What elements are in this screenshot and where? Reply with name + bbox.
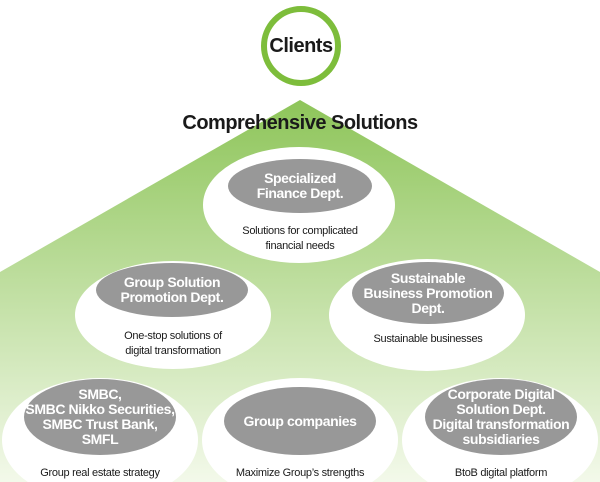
- pyramid-background: [0, 100, 600, 482]
- specialized-dept-label: Specialized Finance Dept.: [256, 170, 344, 201]
- group-solution-dept-label: Group Solution Promotion Dept.: [120, 274, 224, 305]
- corporate-digital-dept-label: Corporate Digital Solution Dept. Digital…: [432, 386, 570, 447]
- group-solution-desc: One-stop solutions of digital transforma…: [124, 330, 222, 357]
- specialized-dept-pill: [228, 159, 372, 213]
- corporate-digital-dept-pill: [425, 379, 577, 455]
- corporate-digital-desc: BtoB digital platform: [454, 466, 548, 479]
- smbc-dept-label: SMBC, SMBC Nikko Securities, SMBC Trust …: [25, 386, 175, 447]
- group-solution-dept-pill: [96, 263, 248, 317]
- group-companies-dept-pill: [224, 387, 376, 455]
- clients-ring: [261, 6, 341, 86]
- sustainable-desc: Sustainable businesses: [373, 332, 483, 345]
- diagram-title: Comprehensive Solutions: [182, 111, 418, 134]
- sustainable-dept-pill: [352, 262, 504, 324]
- sustainable-dept-label: Sustainable Business Promotion Dept.: [363, 269, 493, 316]
- clients-label: Clients: [269, 34, 333, 57]
- group-companies-desc: Maximize Group’s strengths: [235, 466, 365, 479]
- smbc-desc: Group real estate strategy: [40, 466, 160, 479]
- specialized-desc: Solutions for complicated financial need…: [242, 225, 358, 252]
- group-companies-dept-label: Group companies: [243, 412, 357, 429]
- smbc-dept-pill: [24, 379, 176, 455]
